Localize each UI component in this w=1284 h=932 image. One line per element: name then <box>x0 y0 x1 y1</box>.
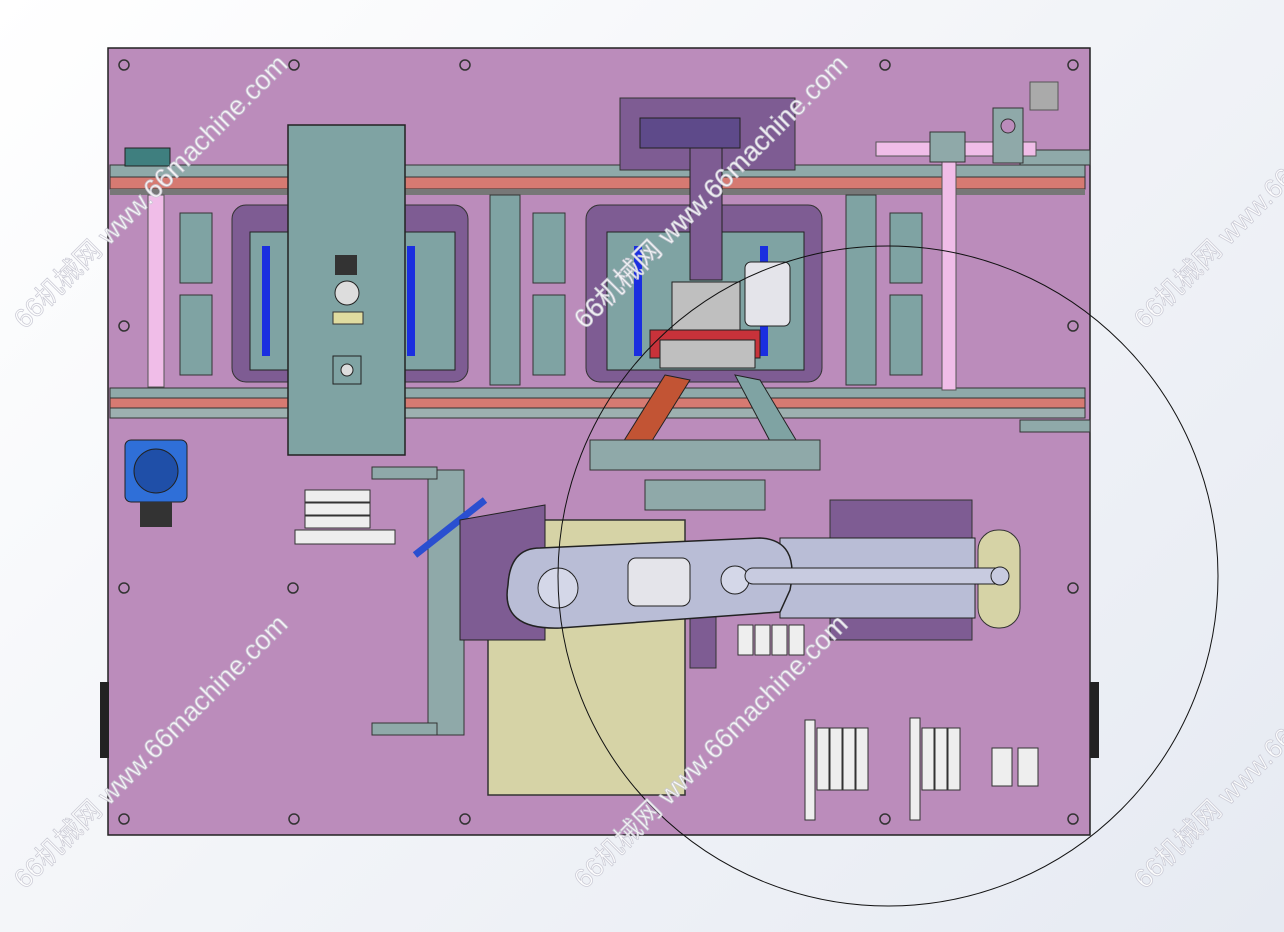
gantry <box>619 97 796 369</box>
valve-bank-1 <box>804 719 869 821</box>
rod-clamp <box>929 131 966 163</box>
side-bracket-right <box>1090 682 1099 758</box>
grippers <box>179 194 923 386</box>
valve-bank-left <box>294 489 396 545</box>
watermark-text: 66机械网 www.66machine.com <box>1128 49 1284 334</box>
sensor-block <box>1029 81 1059 111</box>
conveyor-bottom <box>109 387 1091 433</box>
linear-module <box>427 469 465 736</box>
motor <box>124 439 188 527</box>
module-board <box>287 124 406 456</box>
pressure-switches <box>991 747 1039 787</box>
module-bracket-top <box>371 466 438 480</box>
robot-reach-envelope <box>557 245 1219 907</box>
slide-rails <box>644 479 766 511</box>
rod-support <box>992 107 1024 164</box>
guide-rod-right <box>941 134 957 391</box>
valve-bank-2 <box>909 717 961 821</box>
side-bracket-left <box>100 682 109 758</box>
module-bracket-bottom <box>371 722 438 736</box>
mounting-holes <box>118 59 1079 825</box>
slide-base <box>589 439 821 471</box>
guide-rod-left <box>147 194 165 388</box>
cable-hose <box>412 497 488 558</box>
watermark-text: 66机械网 www.66machine.com <box>1128 609 1284 894</box>
valves-under-arm <box>737 624 805 656</box>
scara-robot <box>506 537 1010 629</box>
